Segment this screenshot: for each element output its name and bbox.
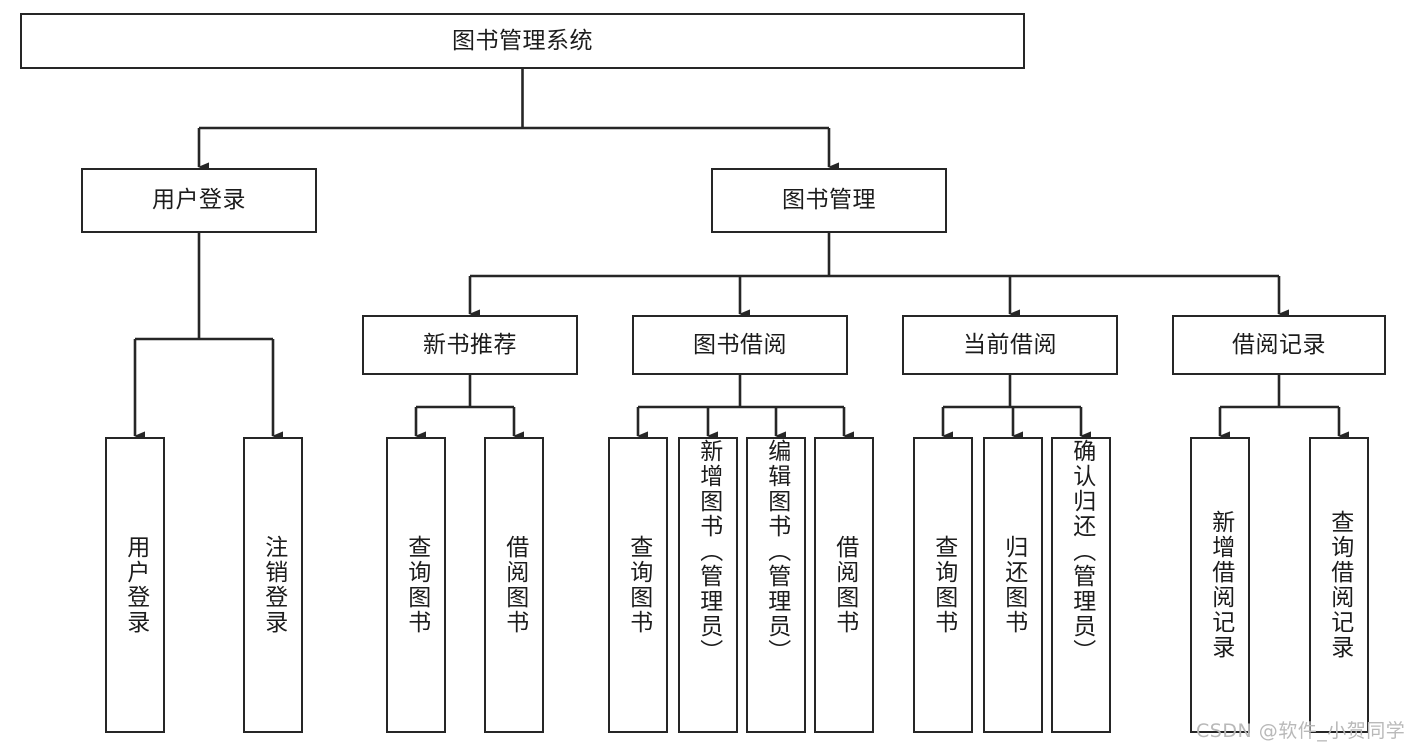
leaf-borrow-borrow-book[interactable]: 借阅图书 <box>814 437 874 733</box>
node-root-label: 图书管理系统 <box>452 27 593 54</box>
leaf-newbook-query-book[interactable]: 查询图书 <box>386 437 446 733</box>
node-new-book-recommend-label: 新书推荐 <box>423 331 517 358</box>
node-user-login-label: 用户登录 <box>152 187 246 214</box>
node-current-borrow[interactable]: 当前借阅 <box>902 315 1118 375</box>
node-new-book-recommend[interactable]: 新书推荐 <box>362 315 578 375</box>
node-book-borrow[interactable]: 图书借阅 <box>632 315 848 375</box>
leaf-borrow-edit-book-label: 编辑图书（管理员） <box>763 439 790 664</box>
leaf-borrow-query-book-label: 查询图书 <box>625 535 652 635</box>
leaf-current-query-book-label: 查询图书 <box>930 535 957 635</box>
node-borrow-record-label: 借阅记录 <box>1232 331 1326 358</box>
leaf-record-query-label: 查询借阅记录 <box>1326 510 1353 660</box>
leaf-borrow-add-book-label: 新增图书（管理员） <box>695 439 722 664</box>
leaf-user-login[interactable]: 用户登录 <box>105 437 165 733</box>
node-book-borrow-label: 图书借阅 <box>693 331 787 358</box>
leaf-borrow-borrow-book-label: 借阅图书 <box>831 535 858 635</box>
node-current-borrow-label: 当前借阅 <box>963 331 1057 358</box>
leaf-user-logout-label: 注销登录 <box>260 535 287 635</box>
leaf-newbook-borrow-book[interactable]: 借阅图书 <box>484 437 544 733</box>
leaf-current-query-book[interactable]: 查询图书 <box>913 437 973 733</box>
leaf-user-logout[interactable]: 注销登录 <box>243 437 303 733</box>
leaf-current-return-book-label: 归还图书 <box>1000 535 1027 635</box>
node-book-manage-label: 图书管理 <box>782 187 876 214</box>
leaf-borrow-edit-book[interactable]: 编辑图书（管理员） <box>746 437 806 733</box>
leaf-borrow-query-book[interactable]: 查询图书 <box>608 437 668 733</box>
leaf-record-query[interactable]: 查询借阅记录 <box>1309 437 1369 733</box>
node-book-manage[interactable]: 图书管理 <box>711 168 947 233</box>
node-user-login[interactable]: 用户登录 <box>81 168 317 233</box>
leaf-record-add-label: 新增借阅记录 <box>1207 510 1234 660</box>
leaf-current-return-book[interactable]: 归还图书 <box>983 437 1043 733</box>
csdn-watermark: CSDN @软件_小贺同学 <box>1196 720 1405 742</box>
leaf-current-confirm-return-label: 确认归还（管理员） <box>1068 439 1095 664</box>
node-root[interactable]: 图书管理系统 <box>20 13 1025 69</box>
leaf-record-add[interactable]: 新增借阅记录 <box>1190 437 1250 733</box>
leaf-newbook-query-book-label: 查询图书 <box>403 535 430 635</box>
leaf-borrow-add-book[interactable]: 新增图书（管理员） <box>678 437 738 733</box>
node-borrow-record[interactable]: 借阅记录 <box>1172 315 1386 375</box>
leaf-newbook-borrow-book-label: 借阅图书 <box>501 535 528 635</box>
leaf-current-confirm-return[interactable]: 确认归还（管理员） <box>1051 437 1111 733</box>
leaf-user-login-label: 用户登录 <box>122 535 149 635</box>
